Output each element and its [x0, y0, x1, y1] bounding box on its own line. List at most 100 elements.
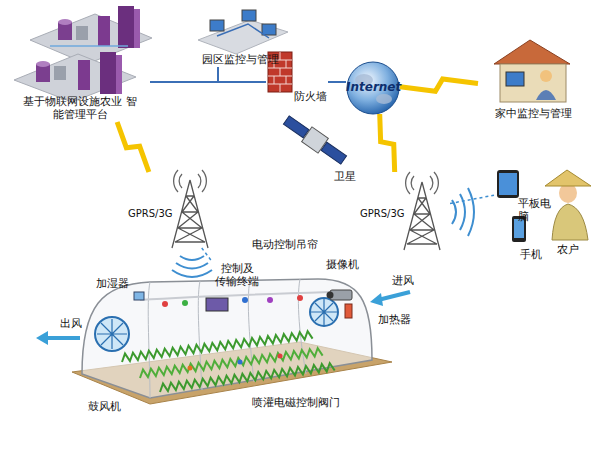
blower-label: 鼓风机 [88, 400, 121, 413]
radio-tower [172, 180, 208, 248]
server-rack [98, 16, 110, 46]
server-rack [100, 52, 116, 94]
park-monitor-node: 园区监控与管理 [192, 5, 288, 67]
server-rack [118, 6, 134, 48]
heater-unit [345, 304, 352, 318]
node-text: GPRS/3G [360, 208, 406, 221]
node-text: 控制及 传输终端 [214, 262, 260, 288]
air-in-label: 进风 [392, 274, 414, 287]
solar-panel [321, 142, 346, 164]
person-head [540, 70, 552, 82]
camera-node: 摄像机 [322, 258, 368, 304]
network-line [328, 81, 346, 83]
valve-dot [278, 354, 283, 359]
computer-monitor [262, 24, 276, 35]
home-monitor [506, 72, 524, 86]
fan-blade [311, 299, 337, 325]
tablet-screen [499, 173, 517, 195]
radio-tower [404, 182, 440, 250]
wireless-link [202, 248, 213, 262]
tower-node: GPRS/3G [360, 172, 450, 252]
satellite-node: 卫星 [278, 110, 358, 184]
office-platform [198, 20, 288, 54]
tablet-node: 平板电脑 [494, 168, 560, 210]
control-terminal-device [206, 298, 228, 311]
sensor-dot [182, 300, 188, 306]
farmer-node: 农户 [543, 168, 591, 258]
motorized-curtain [140, 292, 330, 300]
node-text: 基于物联网设施农业 智能管理平台 [20, 95, 140, 121]
house-roof [494, 40, 570, 64]
server-box [76, 26, 88, 40]
node-text: 平板电脑 [518, 197, 560, 223]
farmer-body [552, 204, 588, 240]
signal-arc [406, 172, 439, 194]
straw-hat [545, 170, 591, 186]
firewall-node: 防火墙 [266, 50, 328, 106]
database-cylinder [58, 19, 72, 25]
air-in-arrowhead [370, 293, 383, 306]
internet-globe [347, 62, 399, 114]
signal-arc [174, 170, 207, 192]
wireless-bolt [117, 122, 149, 172]
valve-dot [188, 366, 193, 371]
valve-label: 喷灌电磁控制阀门 [252, 396, 340, 409]
server-rack [116, 55, 122, 94]
air-out-label: 出风 [60, 317, 82, 330]
globe-continent [376, 94, 392, 104]
home-monitor-node: 家中监控与管理 [478, 40, 588, 122]
server-platform [14, 54, 136, 102]
control-terminal-node: 控制及 传输终端 [202, 262, 262, 314]
node-text: 园区监控与管理 [192, 53, 288, 66]
crop-row [159, 363, 335, 392]
curtain-label: 电动控制吊帘 [252, 238, 318, 251]
computer-monitor [210, 20, 224, 31]
wireless-wave [172, 256, 212, 277]
tablet-device [497, 170, 519, 198]
server-rack [78, 60, 90, 90]
humidifier-unit [134, 292, 144, 300]
platform-node: 基于物联网设施农业 智能管理平台 [10, 5, 150, 122]
network-wire [217, 24, 269, 38]
network-line [150, 67, 218, 82]
heater-label: 加热器 [378, 313, 411, 326]
tower-node: GPRS/3G [128, 172, 218, 248]
humidifier-label: 加湿器 [96, 277, 129, 290]
air-out-arrowhead [36, 331, 48, 345]
inlet-fan [310, 298, 338, 326]
internet-node: Internet [346, 62, 400, 114]
fan-blade [97, 319, 127, 349]
blower-fan [95, 317, 129, 351]
greenhouse-cover [82, 279, 372, 398]
node-text: 防火墙 [294, 90, 328, 103]
wireless-bolt [400, 79, 478, 91]
valve-dot [238, 360, 243, 365]
camera-lens [327, 292, 334, 299]
node-text: Internet [346, 80, 400, 95]
sensor-dot [267, 297, 273, 303]
database-cylinder [36, 61, 50, 67]
house-wall [500, 64, 566, 102]
node-text: GPRS/3G [128, 208, 174, 221]
server-box [54, 66, 66, 80]
node-text: 摄像机 [326, 258, 366, 271]
node-text: 卫星 [334, 170, 358, 183]
sensor-dot [162, 301, 168, 307]
server-rack [134, 9, 140, 48]
wireless-link [450, 195, 494, 203]
wireless-wave [452, 188, 474, 236]
sensor-dot [297, 295, 303, 301]
computer-monitor [242, 10, 256, 21]
sensor-dot [242, 297, 248, 303]
phone-node: 手机 [508, 212, 544, 262]
air-in-arrow [378, 292, 410, 300]
network-wire [50, 45, 128, 47]
node-text: 家中监控与管理 [478, 107, 588, 121]
wireless-bolt [380, 114, 395, 172]
solar-panel [283, 116, 308, 138]
